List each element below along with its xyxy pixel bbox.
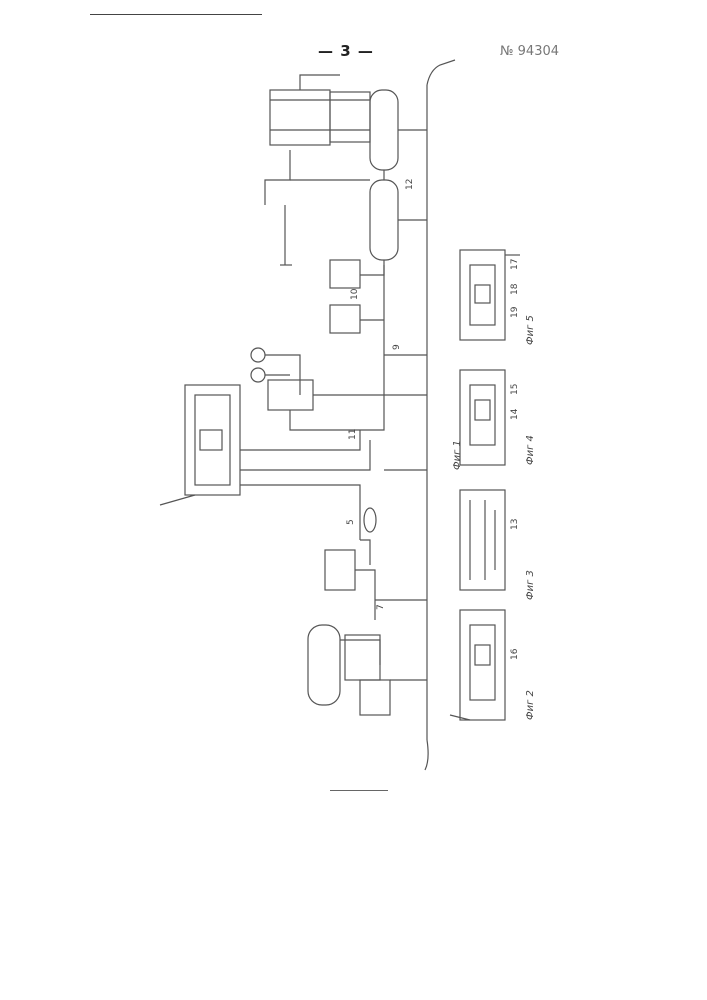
fig4-caption: Фиг 4 (525, 435, 536, 465)
bottom-coupling-hose (425, 740, 428, 770)
top-coupling-hose (427, 60, 455, 85)
valve-5 (364, 508, 376, 532)
cab-valve-unit (185, 385, 240, 495)
main-reservoir-2 (370, 180, 398, 260)
auxiliary-reservoir (308, 625, 340, 705)
label-15: 15 (510, 384, 520, 395)
brake-cylinder-b (330, 305, 360, 333)
label-16: 16 (510, 649, 520, 660)
label-9: 9 (392, 344, 402, 350)
label-19: 19 (510, 307, 520, 318)
label-17: 17 (510, 259, 520, 270)
label-10: 10 (350, 289, 360, 300)
fig5-caption: Фиг 5 (525, 315, 536, 345)
label-18: 18 (510, 284, 520, 295)
brake-cylinder-c (325, 550, 355, 590)
label-5: 5 (346, 519, 356, 525)
main-reservoir-1 (370, 90, 398, 170)
fig2-caption: Фиг 2 (525, 690, 536, 720)
fig1-frame (460, 490, 505, 590)
fig4-frame (460, 370, 505, 465)
label-13: 13 (510, 519, 520, 530)
pressure-gauge-2 (251, 368, 265, 382)
brake-cylinder-a (330, 260, 360, 288)
compressor (270, 90, 330, 145)
label-7: 7 (376, 604, 386, 610)
pressure-gauge-1 (251, 348, 265, 362)
label-12: 12 (405, 179, 415, 190)
fig3-caption: Фиг 3 (525, 570, 536, 600)
drivers-valve (268, 380, 313, 410)
fig5-frame (460, 250, 505, 340)
fig1-caption: Фиг 1 (452, 440, 463, 470)
bottom-rule (330, 790, 388, 791)
label-14: 14 (510, 409, 520, 420)
label-11: 11 (348, 429, 358, 440)
